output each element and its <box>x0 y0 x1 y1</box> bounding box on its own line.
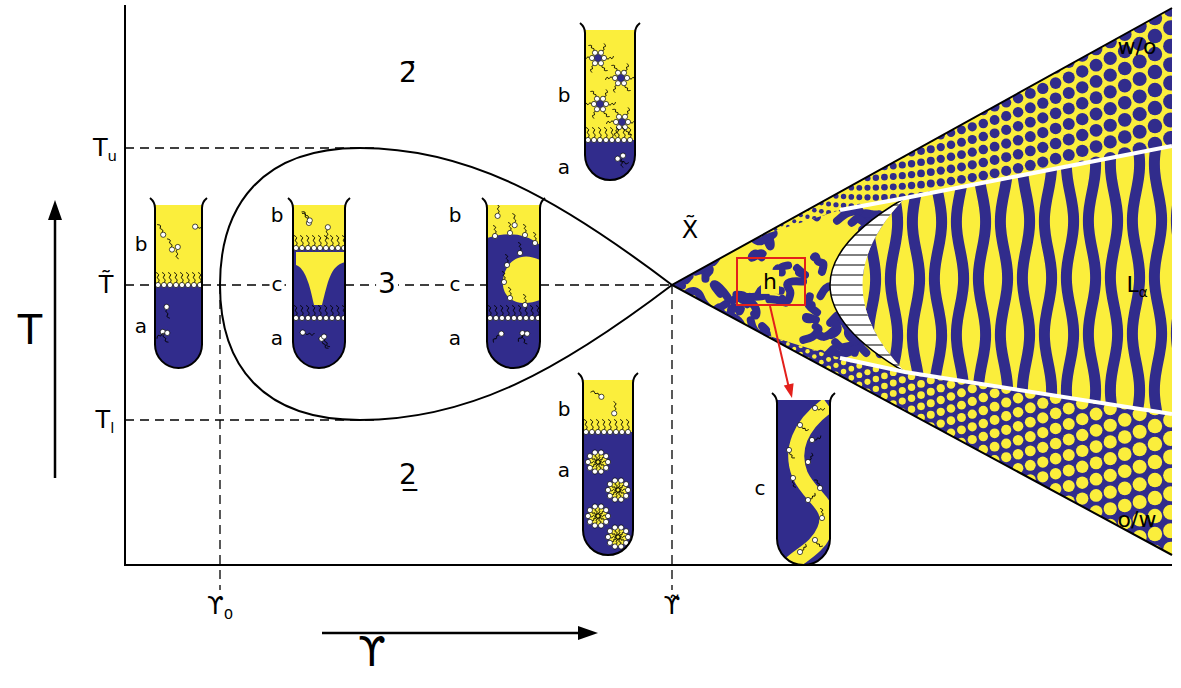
dashed-guide <box>671 285 672 590</box>
phase-boundary <box>840 146 1172 210</box>
symbol-main: L <box>1126 272 1138 297</box>
zoom-box <box>737 258 805 305</box>
temperature-label: T̃ <box>97 272 116 298</box>
symbol-subscript: u <box>108 147 117 165</box>
region-label: w/o <box>1116 35 1159 59</box>
phase-letter: a <box>269 327 285 349</box>
tail-boundary <box>672 8 1172 555</box>
phase-letter: b <box>556 84 573 106</box>
symbol-main: ϒ <box>207 592 224 620</box>
composition-label: ϒ0 <box>205 593 235 619</box>
zoom-arrow <box>770 306 789 386</box>
phase-count: 2̲ <box>397 460 419 491</box>
test-tube <box>288 198 350 373</box>
test-tube <box>580 23 640 185</box>
one-phase-region <box>659 0 1181 575</box>
region-label: Lα <box>1124 273 1149 297</box>
symbol-main: T <box>93 134 108 162</box>
test-tube <box>578 373 638 562</box>
symbol-subscript: 0 <box>224 605 233 623</box>
axis-title: T <box>16 308 44 352</box>
region-label: o/w <box>1116 508 1159 532</box>
composition-axis <box>124 564 1172 566</box>
zoom-label: h <box>761 270 779 294</box>
phase-letter: c <box>448 273 463 295</box>
temperature-label: Tu <box>91 135 119 161</box>
dashed-guide <box>345 284 487 285</box>
phase-boundary <box>840 358 1172 414</box>
phase-letter: c <box>753 477 768 499</box>
phase-letter: b <box>269 204 286 226</box>
axis-arrow-shaft <box>54 215 57 478</box>
axis-arrow-head <box>48 200 62 220</box>
symbol-subscript: l <box>110 419 114 437</box>
phase-letter: a <box>556 459 572 481</box>
temperature-label: Tl <box>94 407 117 433</box>
point-label: X̃ <box>680 217 700 243</box>
symbol-main: T <box>96 406 111 434</box>
phase-count: 3 <box>376 269 398 300</box>
dashed-guide <box>125 284 155 285</box>
phase-letter: b <box>133 233 150 255</box>
zoom-arrow-head <box>784 383 794 398</box>
phase-count: 2̄ <box>397 58 419 89</box>
phase-letter: a <box>556 156 572 178</box>
test-tube <box>150 198 207 375</box>
phase-letter: a <box>133 315 149 337</box>
phase-letter: a <box>447 327 463 349</box>
phase-letter: b <box>447 204 464 226</box>
test-tube <box>772 393 841 570</box>
dashed-guide <box>219 285 220 590</box>
two-phase-lens-border <box>830 198 905 372</box>
axis-title: ϒ <box>356 630 388 674</box>
symbol-subscript: α <box>1139 284 1148 300</box>
dashed-guide <box>540 284 672 285</box>
composition-label: ϒ̃ <box>662 593 683 619</box>
phase-letter: b <box>556 398 573 420</box>
axis-arrow-head <box>578 626 598 640</box>
test-tube <box>482 198 545 373</box>
phase-letter: c <box>270 273 285 295</box>
three-phase-loop <box>220 148 672 420</box>
